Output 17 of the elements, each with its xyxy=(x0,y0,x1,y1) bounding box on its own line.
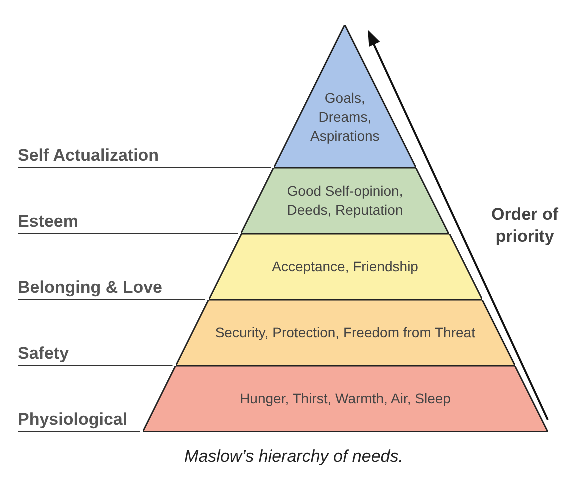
pyramid-level-band xyxy=(143,366,548,432)
pyramid-level-band xyxy=(176,300,516,366)
axis-label: Order of priority xyxy=(490,204,560,248)
needs-text: Acceptance, Friendship xyxy=(271,258,420,276)
pyramid-level-band xyxy=(241,168,450,234)
needs-text: Goals, Dreams, Aspirations xyxy=(310,89,381,146)
pyramid-level-band xyxy=(208,234,482,300)
level-label: Belonging & Love xyxy=(18,278,162,298)
level-label: Physiological xyxy=(18,410,128,430)
level-label: Safety xyxy=(18,344,70,364)
pyramid-top-section xyxy=(274,25,416,168)
caption: Maslow’s hierarchy of needs. xyxy=(184,447,404,467)
needs-text: Security, Protection, Freedom from Threat xyxy=(214,324,476,342)
needs-text: Good Self-opinion, Deeds, Reputation xyxy=(286,182,404,220)
level-label: Esteem xyxy=(18,212,78,232)
needs-text: Hunger, Thirst, Warmth, Air, Sleep xyxy=(239,390,452,408)
level-label: Self Actualization xyxy=(18,146,160,166)
